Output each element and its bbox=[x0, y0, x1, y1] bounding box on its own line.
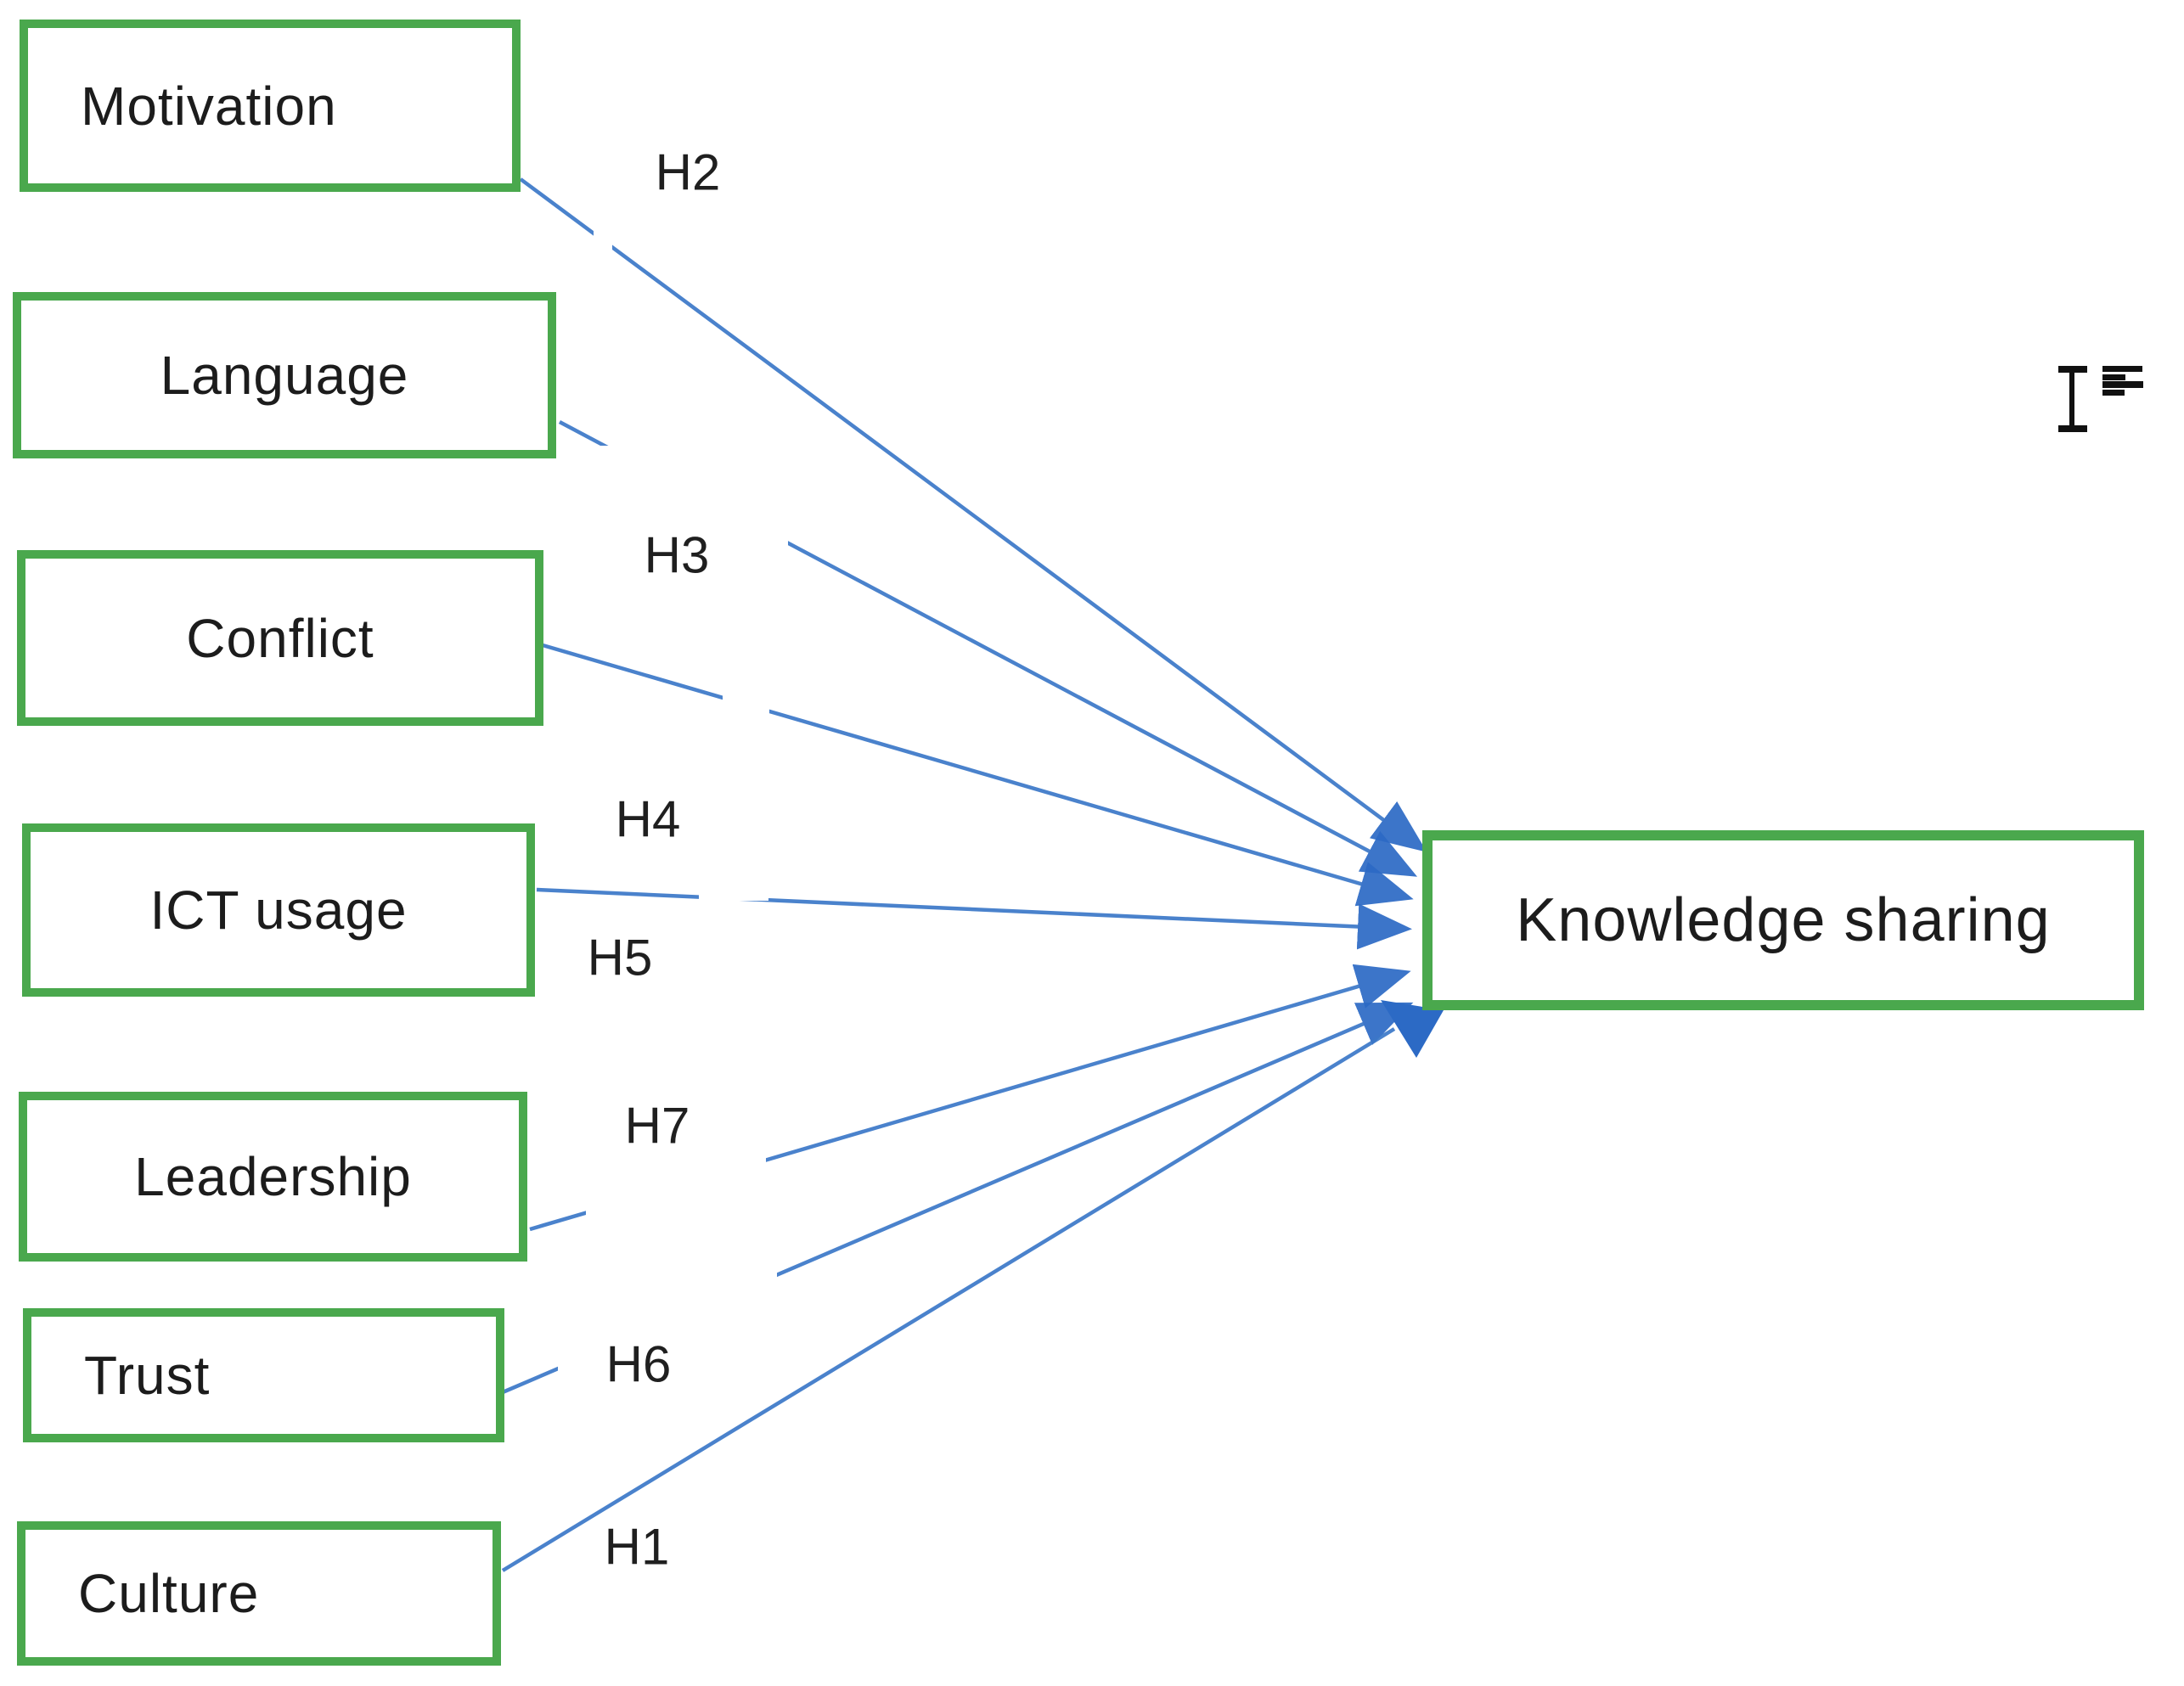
line-gap-h5 bbox=[699, 884, 768, 901]
factor-box-leadership[interactable]: Leadership bbox=[19, 1092, 527, 1262]
hypothesis-label-h2: H2 bbox=[655, 143, 721, 201]
factor-box-conflict[interactable]: Conflict bbox=[17, 550, 543, 726]
factor-label: Motivation bbox=[81, 75, 337, 137]
outcome-label: Knowledge sharing bbox=[1516, 886, 2051, 954]
factor-label: Trust bbox=[84, 1345, 211, 1406]
hypothesis-label-h7: H7 bbox=[624, 1097, 690, 1155]
hypothesis-label-h5: H5 bbox=[587, 929, 653, 986]
line-gap-h6 bbox=[558, 1271, 777, 1380]
connector-h2-motivation bbox=[519, 177, 1427, 852]
line-gap-h3 bbox=[597, 446, 788, 556]
hypothesis-label-h4: H4 bbox=[615, 790, 681, 848]
connector-h4-conflict bbox=[542, 643, 1414, 907]
factor-box-culture[interactable]: Culture bbox=[17, 1521, 501, 1666]
factor-label: Conflict bbox=[186, 607, 374, 669]
hypothesis-label-h1: H1 bbox=[604, 1518, 670, 1576]
hypothesis-label-h3: H3 bbox=[644, 526, 710, 584]
factor-box-ict-usage[interactable]: ICT usage bbox=[22, 823, 535, 997]
line-gap-h4 bbox=[723, 689, 769, 715]
line-gap-h2 bbox=[594, 230, 612, 250]
factor-label: Language bbox=[160, 345, 409, 406]
line-gap-h7 bbox=[586, 1152, 766, 1225]
connector-h5-ict-usage bbox=[536, 887, 1412, 950]
outcome-box-knowledge-sharing[interactable]: Knowledge sharing bbox=[1422, 830, 2144, 1010]
connector-h1-culture bbox=[501, 1027, 1396, 1572]
factor-box-language[interactable]: Language bbox=[13, 292, 556, 458]
factor-label: Leadership bbox=[134, 1146, 412, 1207]
factor-label: ICT usage bbox=[149, 880, 408, 941]
arrowhead-h1-icon bbox=[1381, 1000, 1444, 1058]
hypothesis-label-h6: H6 bbox=[605, 1335, 672, 1393]
factor-label: Culture bbox=[78, 1563, 260, 1624]
factor-box-motivation[interactable]: Motivation bbox=[20, 20, 521, 192]
factor-box-trust[interactable]: Trust bbox=[23, 1308, 504, 1442]
